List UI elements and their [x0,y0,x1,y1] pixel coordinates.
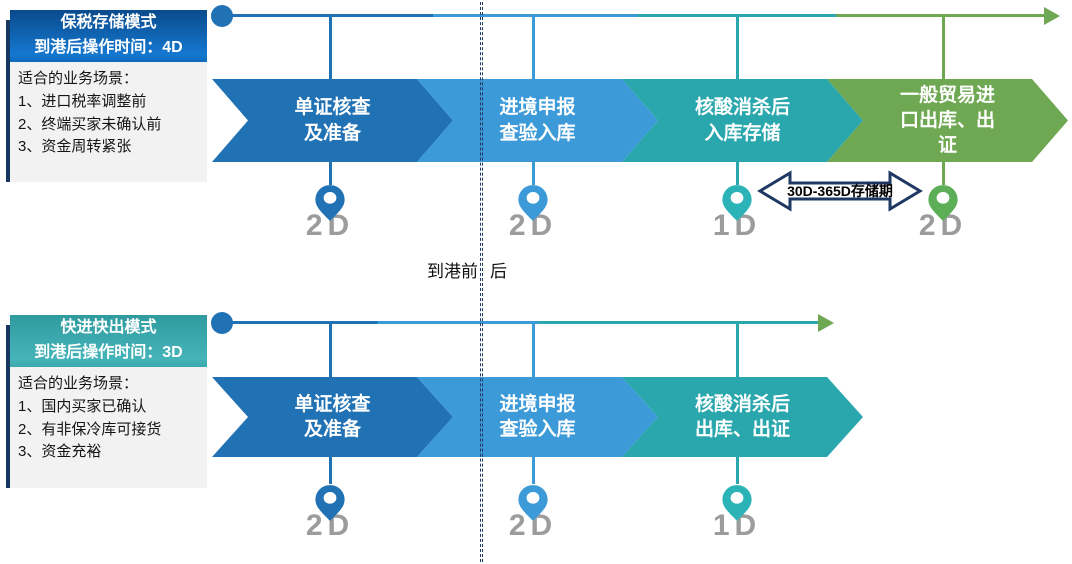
connector [532,161,535,185]
connector [329,456,332,484]
timeline-start-dot [211,312,233,334]
step-label: 单证核查 及准备 [294,393,371,440]
step-chevron-storage: 核酸消杀后 入库存储 [622,79,863,162]
step-chevron-outbound: 一般贸易进 口出库、出 证 [827,79,1068,162]
panel-accent-stripe [6,325,10,488]
scenario-title: 适合的业务场景： [18,70,139,87]
fast-scenarios-panel: 适合的业务场景： 1、国内买家已确认 2、有非保冷库可接货 3、资金充裕 [10,367,207,488]
connector [942,16,945,79]
bonded-mode-op-time: 到港后操作时间：4D [34,39,183,56]
connector [736,16,739,79]
storage-period-label: 30D-365D存储期 [787,183,893,199]
location-pin-icon [927,184,959,222]
timeline-arrowhead-icon [818,314,834,332]
double-arrow-icon [757,170,923,212]
fast-mode-title: 快进快出模式 [60,319,157,337]
step-label: 进境申报 查验入库 [499,393,576,440]
scenario-item: 2、终端买家未确认前 [18,115,162,133]
step-label: 一般贸易进 口出库、出 证 [899,84,995,157]
connector [532,16,535,79]
connector [532,456,535,484]
bonded-mode-header: 保税存储模式 到港后操作时间：4D [10,10,207,62]
location-pin-icon [517,184,549,222]
scenario-item: 1、国内买家已确认 [18,397,147,415]
step-chevron-documents: 单证核查 及准备 [212,377,453,457]
connector [329,323,332,377]
arrival-label-after: 后 [490,262,507,281]
arrival-divider-line [480,2,483,562]
connector [736,323,739,377]
scenario-title: 适合的业务场景： [18,375,139,392]
connector [532,323,535,377]
fast-mode-op-time: 到港后操作时间：3D [34,344,183,361]
step-label: 核酸消杀后 出库、出证 [694,393,790,440]
timeline-start-dot [211,5,233,27]
location-pin-icon [314,484,346,522]
step-chevron-declaration: 进境申报 查验入库 [417,79,658,162]
location-pin-icon [517,484,549,522]
connector [736,161,739,185]
connector [942,161,945,185]
step-label: 单证核查 及准备 [294,97,371,144]
step-chevron-outbound: 核酸消杀后 出库、出证 [622,377,863,457]
connector [329,16,332,79]
step-chevron-documents: 单证核查 及准备 [212,79,453,162]
timeline-line [222,321,820,324]
step-label: 进境申报 查验入库 [499,97,576,144]
arrival-label-before: 到港前 [427,262,478,281]
connector [736,456,739,484]
bonded-mode-title: 保税存储模式 [60,14,157,32]
step-label: 核酸消杀后 入库存储 [694,97,790,144]
location-pin-icon [314,184,346,222]
scenario-item: 1、进口税率调整前 [18,92,147,110]
scenario-item: 3、资金周转紧张 [18,138,132,156]
scenario-item: 3、资金充裕 [18,443,102,461]
location-pin-icon [721,484,753,522]
step-chevron-declaration: 进境申报 查验入库 [417,377,658,457]
panel-accent-stripe [6,20,10,182]
scenario-item: 2、有非保冷库可接货 [18,420,162,438]
location-pin-icon [721,184,753,222]
fast-mode-header: 快进快出模式 到港后操作时间：3D [10,315,207,367]
storage-period-callout: 30D-365D存储期 [757,168,923,214]
bonded-scenarios-panel: 适合的业务场景： 1、进口税率调整前 2、终端买家未确认前 3、资金周转紧张 [10,62,207,182]
timeline-arrowhead-icon [1044,7,1060,25]
connector [329,161,332,185]
timeline-line [222,14,1046,17]
